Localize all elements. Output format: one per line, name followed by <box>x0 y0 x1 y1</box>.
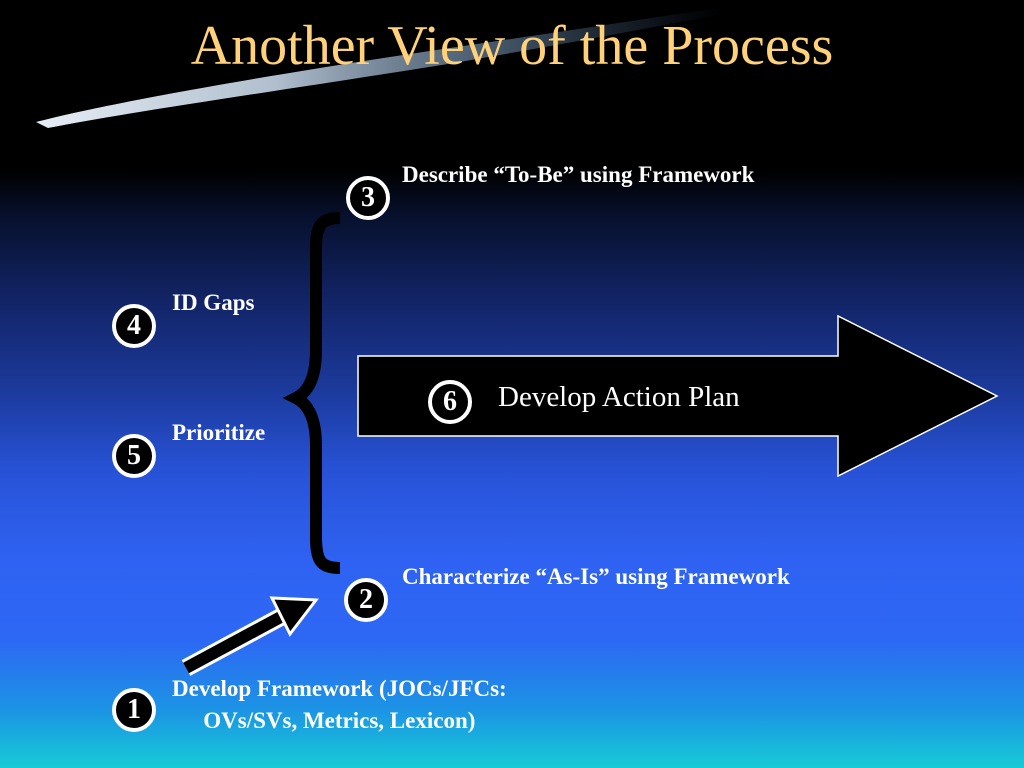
step-1-label-line1: Develop Framework (JOCs/JFCs: <box>172 676 507 701</box>
step-6-badge: 6 <box>428 380 472 424</box>
step-1-badge: 1 <box>112 688 156 732</box>
step-4-label: ID Gaps <box>172 290 255 315</box>
step-2-label: Characterize “As-Is” using Framework <box>402 564 790 589</box>
step-3-badge: 3 <box>346 176 390 220</box>
step-6-label: Develop Action Plan <box>498 381 740 413</box>
step-1-label: Develop Framework (JOCs/JFCs: OVs/SVs, M… <box>172 673 507 737</box>
step-arrow-1-to-2 <box>181 596 319 676</box>
step-4-badge: 4 <box>112 304 156 348</box>
step-5-label: Prioritize <box>172 420 266 445</box>
step-1-label-line2: OVs/SVs, Metrics, Lexicon) <box>203 708 476 733</box>
action-plan-arrow <box>357 314 999 478</box>
curly-brace <box>282 212 341 574</box>
slide-title: Another View of the Process <box>190 15 834 77</box>
decorative-swoosh <box>36 8 722 128</box>
step-2-badge: 2 <box>344 578 388 622</box>
step-5-badge: 5 <box>112 434 156 478</box>
step-3-label: Describe “To-Be” using Framework <box>402 162 755 187</box>
